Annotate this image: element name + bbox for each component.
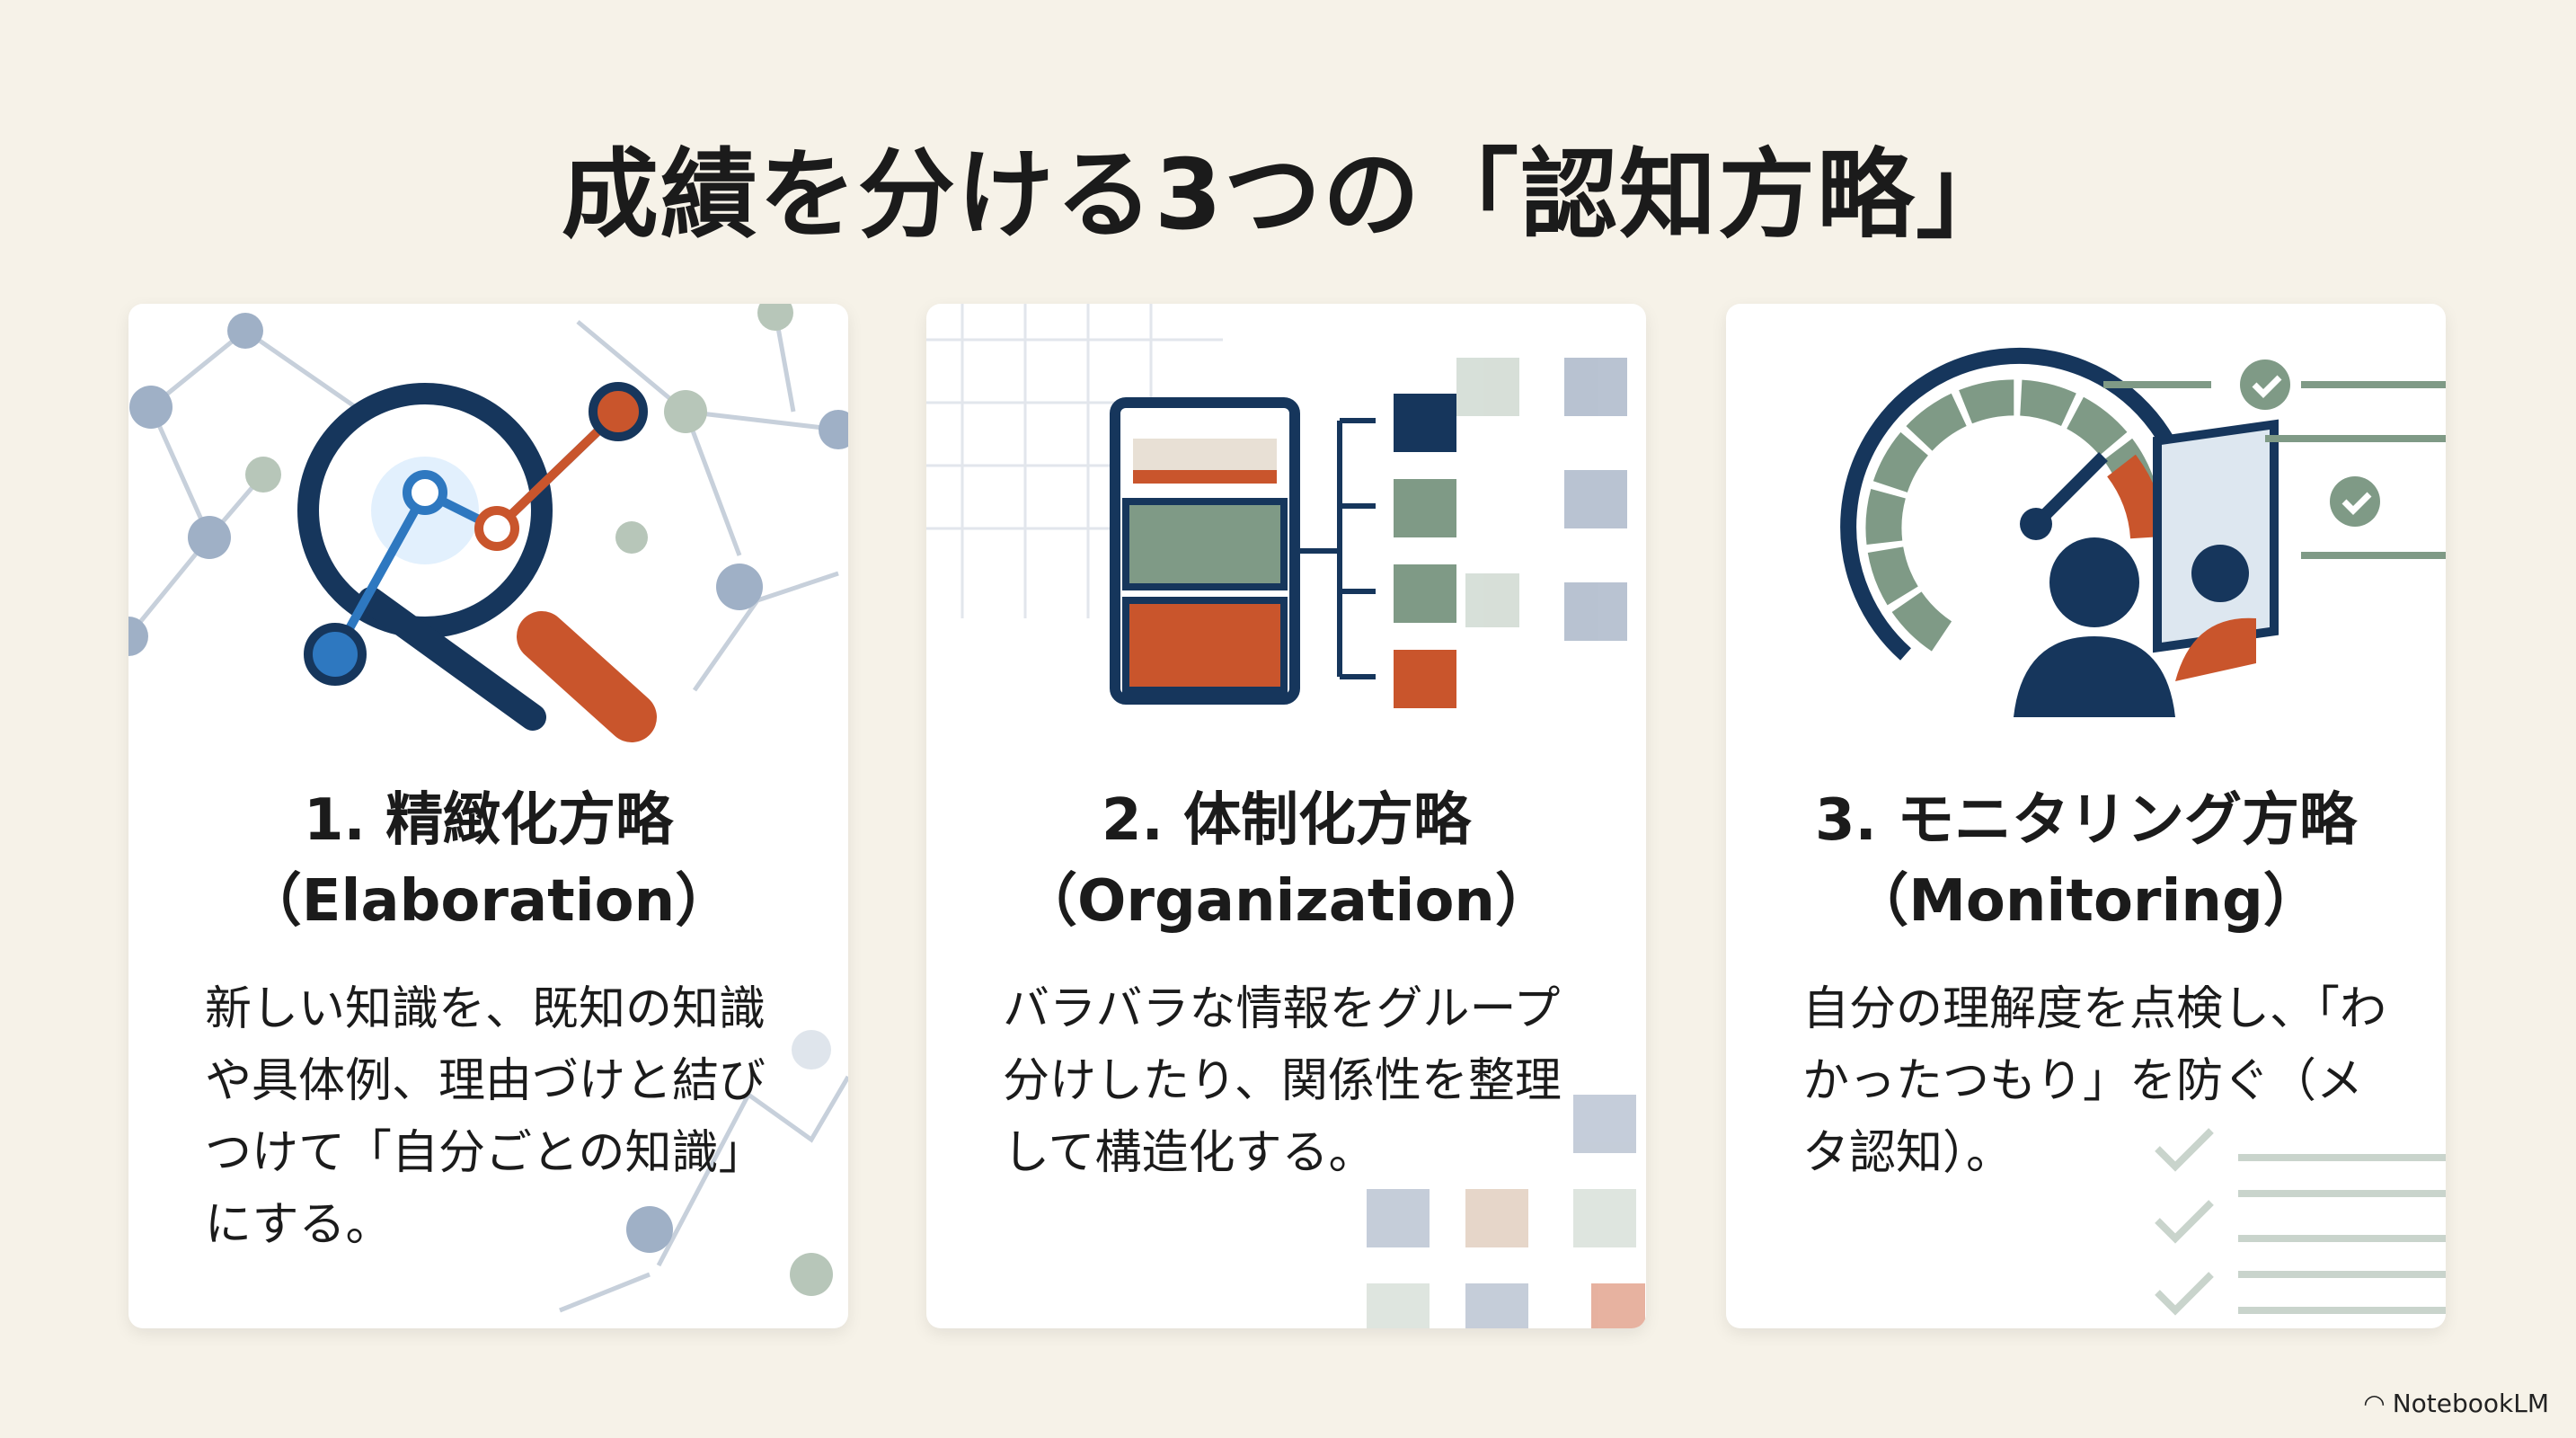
card-heading: 2. 体制化方略 （Organization） [926,780,1646,942]
brand-watermark: ◠ NotebookLM [2363,1389,2549,1418]
card-subtitle: （Organization） [1020,868,1553,935]
card-elaboration: 1. 精緻化方略 （Elaboration） 新しい知識を、既知の知識や具体例、理… [128,304,848,1328]
card-organization: 2. 体制化方略 （Organization） バラバラな情報をグループ分けしたり… [926,304,1646,1328]
magnifier-network-icon [128,304,848,1313]
card-title: 1. 精緻化方略 [303,787,674,854]
card-description: 自分の理解度を点検し、「わかったつもり」を防ぐ（メタ認知）。 [1802,982,2387,1180]
card-heading: 3. モニタリング方略 （Monitoring） [1726,780,2446,942]
card-monitoring: 3. モニタリング方略 （Monitoring） 自分の理解度を点検し、「わかった… [1726,304,2446,1328]
card-description: バラバラな情報をグループ分けしたり、関係性を整理して構造化する。 [1003,982,1562,1180]
file-cabinet-hierarchy-icon [926,304,1645,1328]
brand-name: NotebookLM [2392,1389,2549,1418]
card-subtitle: （Elaboration） [243,868,733,935]
card-description: 新しい知識を、既知の知識や具体例、理由づけと結びつけて「自分ごとの知識」にする。 [205,982,766,1252]
page-title: 成績を分ける3つの「認知方略」 [561,139,2015,252]
card-title: 3. モニタリング方略 [1814,787,2358,854]
card-title: 2. 体制化方略 [1101,787,1472,854]
gauge-mirror-icon [1840,347,2446,1316]
notebooklm-logo-icon: ◠ [2363,1389,2386,1418]
card-heading: 1. 精緻化方略 （Elaboration） [128,780,848,942]
card-subtitle: （Monitoring） [1851,868,2321,935]
